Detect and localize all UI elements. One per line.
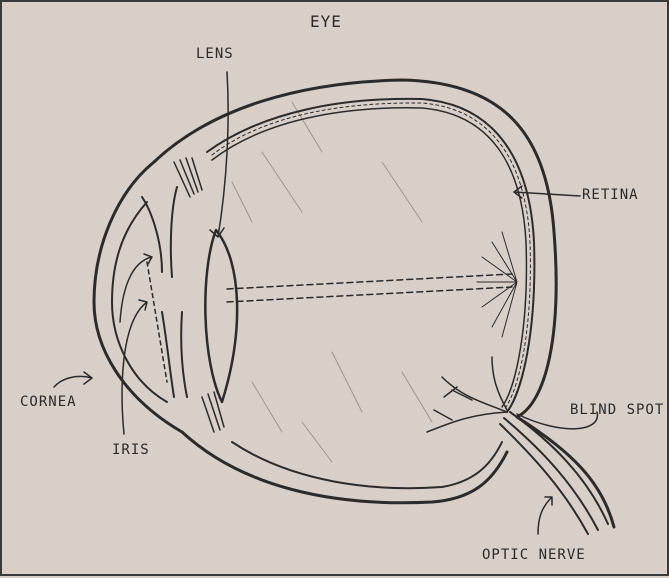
cornea-inner <box>112 202 167 402</box>
retina-label: RETINA <box>582 187 639 203</box>
eyeball-lower-wall <box>182 432 507 503</box>
iris-lower <box>162 312 187 397</box>
cornea-label: CORNEA <box>20 394 77 410</box>
lens-outline <box>205 230 237 402</box>
light-ray-lower <box>227 287 512 302</box>
vitreous-texture <box>232 102 432 462</box>
optic-nerve-label: OPTIC NERVE <box>482 547 586 563</box>
retina-hatching <box>212 103 530 410</box>
retina-inner-layer <box>212 108 526 407</box>
lens-label: LENS <box>196 46 234 62</box>
diagram-title: EYE <box>310 12 342 31</box>
blind-spot-label: BLIND SPOT <box>570 402 664 418</box>
cornea-arrow <box>54 372 92 387</box>
fovea-burst <box>477 232 517 337</box>
retina-layer <box>207 99 534 412</box>
retinal-blood-vessels <box>427 357 507 432</box>
cornea-outline <box>94 162 182 432</box>
light-ray-upper <box>227 274 512 289</box>
ciliary-upper <box>174 158 202 197</box>
optic-nerve-arrow <box>538 497 552 534</box>
lower-inner-wall <box>232 442 502 488</box>
optic-nerve-fibers <box>500 412 608 534</box>
iris-label: IRIS <box>112 442 150 458</box>
